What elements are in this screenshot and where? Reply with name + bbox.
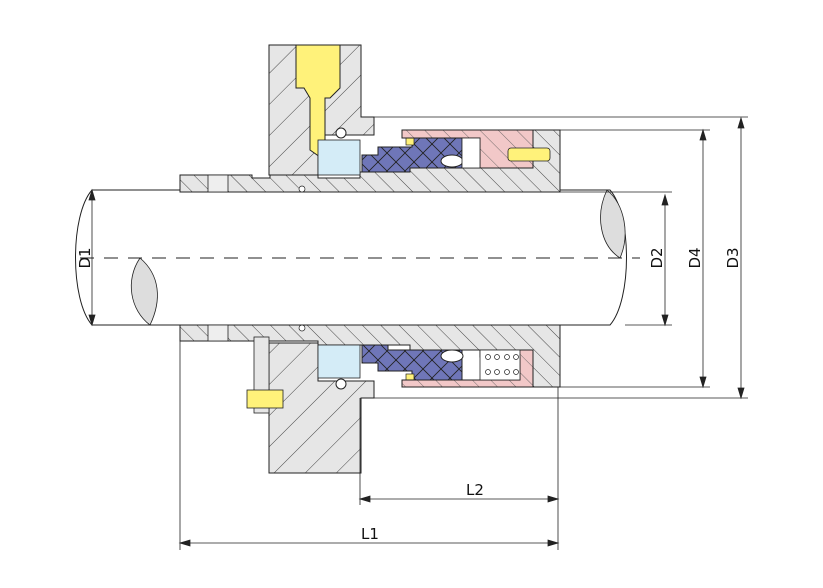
o-ring-face-lower xyxy=(440,349,464,363)
o-ring-face-upper xyxy=(440,154,464,168)
shaft xyxy=(75,189,640,326)
label-d1: D1 xyxy=(76,247,94,268)
label-l1: L1 xyxy=(361,525,379,543)
label-d2: D2 xyxy=(648,247,666,268)
dimension-lines xyxy=(88,116,748,550)
set-screw-upper xyxy=(507,147,551,162)
sleeve-screw-upper xyxy=(207,174,229,193)
label-d4: D4 xyxy=(686,247,704,268)
o-ring-lower xyxy=(335,378,347,390)
stationary-seat-lower xyxy=(317,344,361,379)
springs xyxy=(485,354,519,375)
label-l2: L2 xyxy=(466,481,484,499)
sleeve-screw-lower xyxy=(207,324,229,342)
spring-pocket xyxy=(479,349,521,381)
o-ring-upper xyxy=(335,127,347,139)
upper-section xyxy=(179,44,561,193)
stationary-seat-upper xyxy=(317,139,361,176)
bolt-lower xyxy=(246,389,284,409)
lower-section xyxy=(179,324,561,474)
label-d3: D3 xyxy=(724,247,742,268)
